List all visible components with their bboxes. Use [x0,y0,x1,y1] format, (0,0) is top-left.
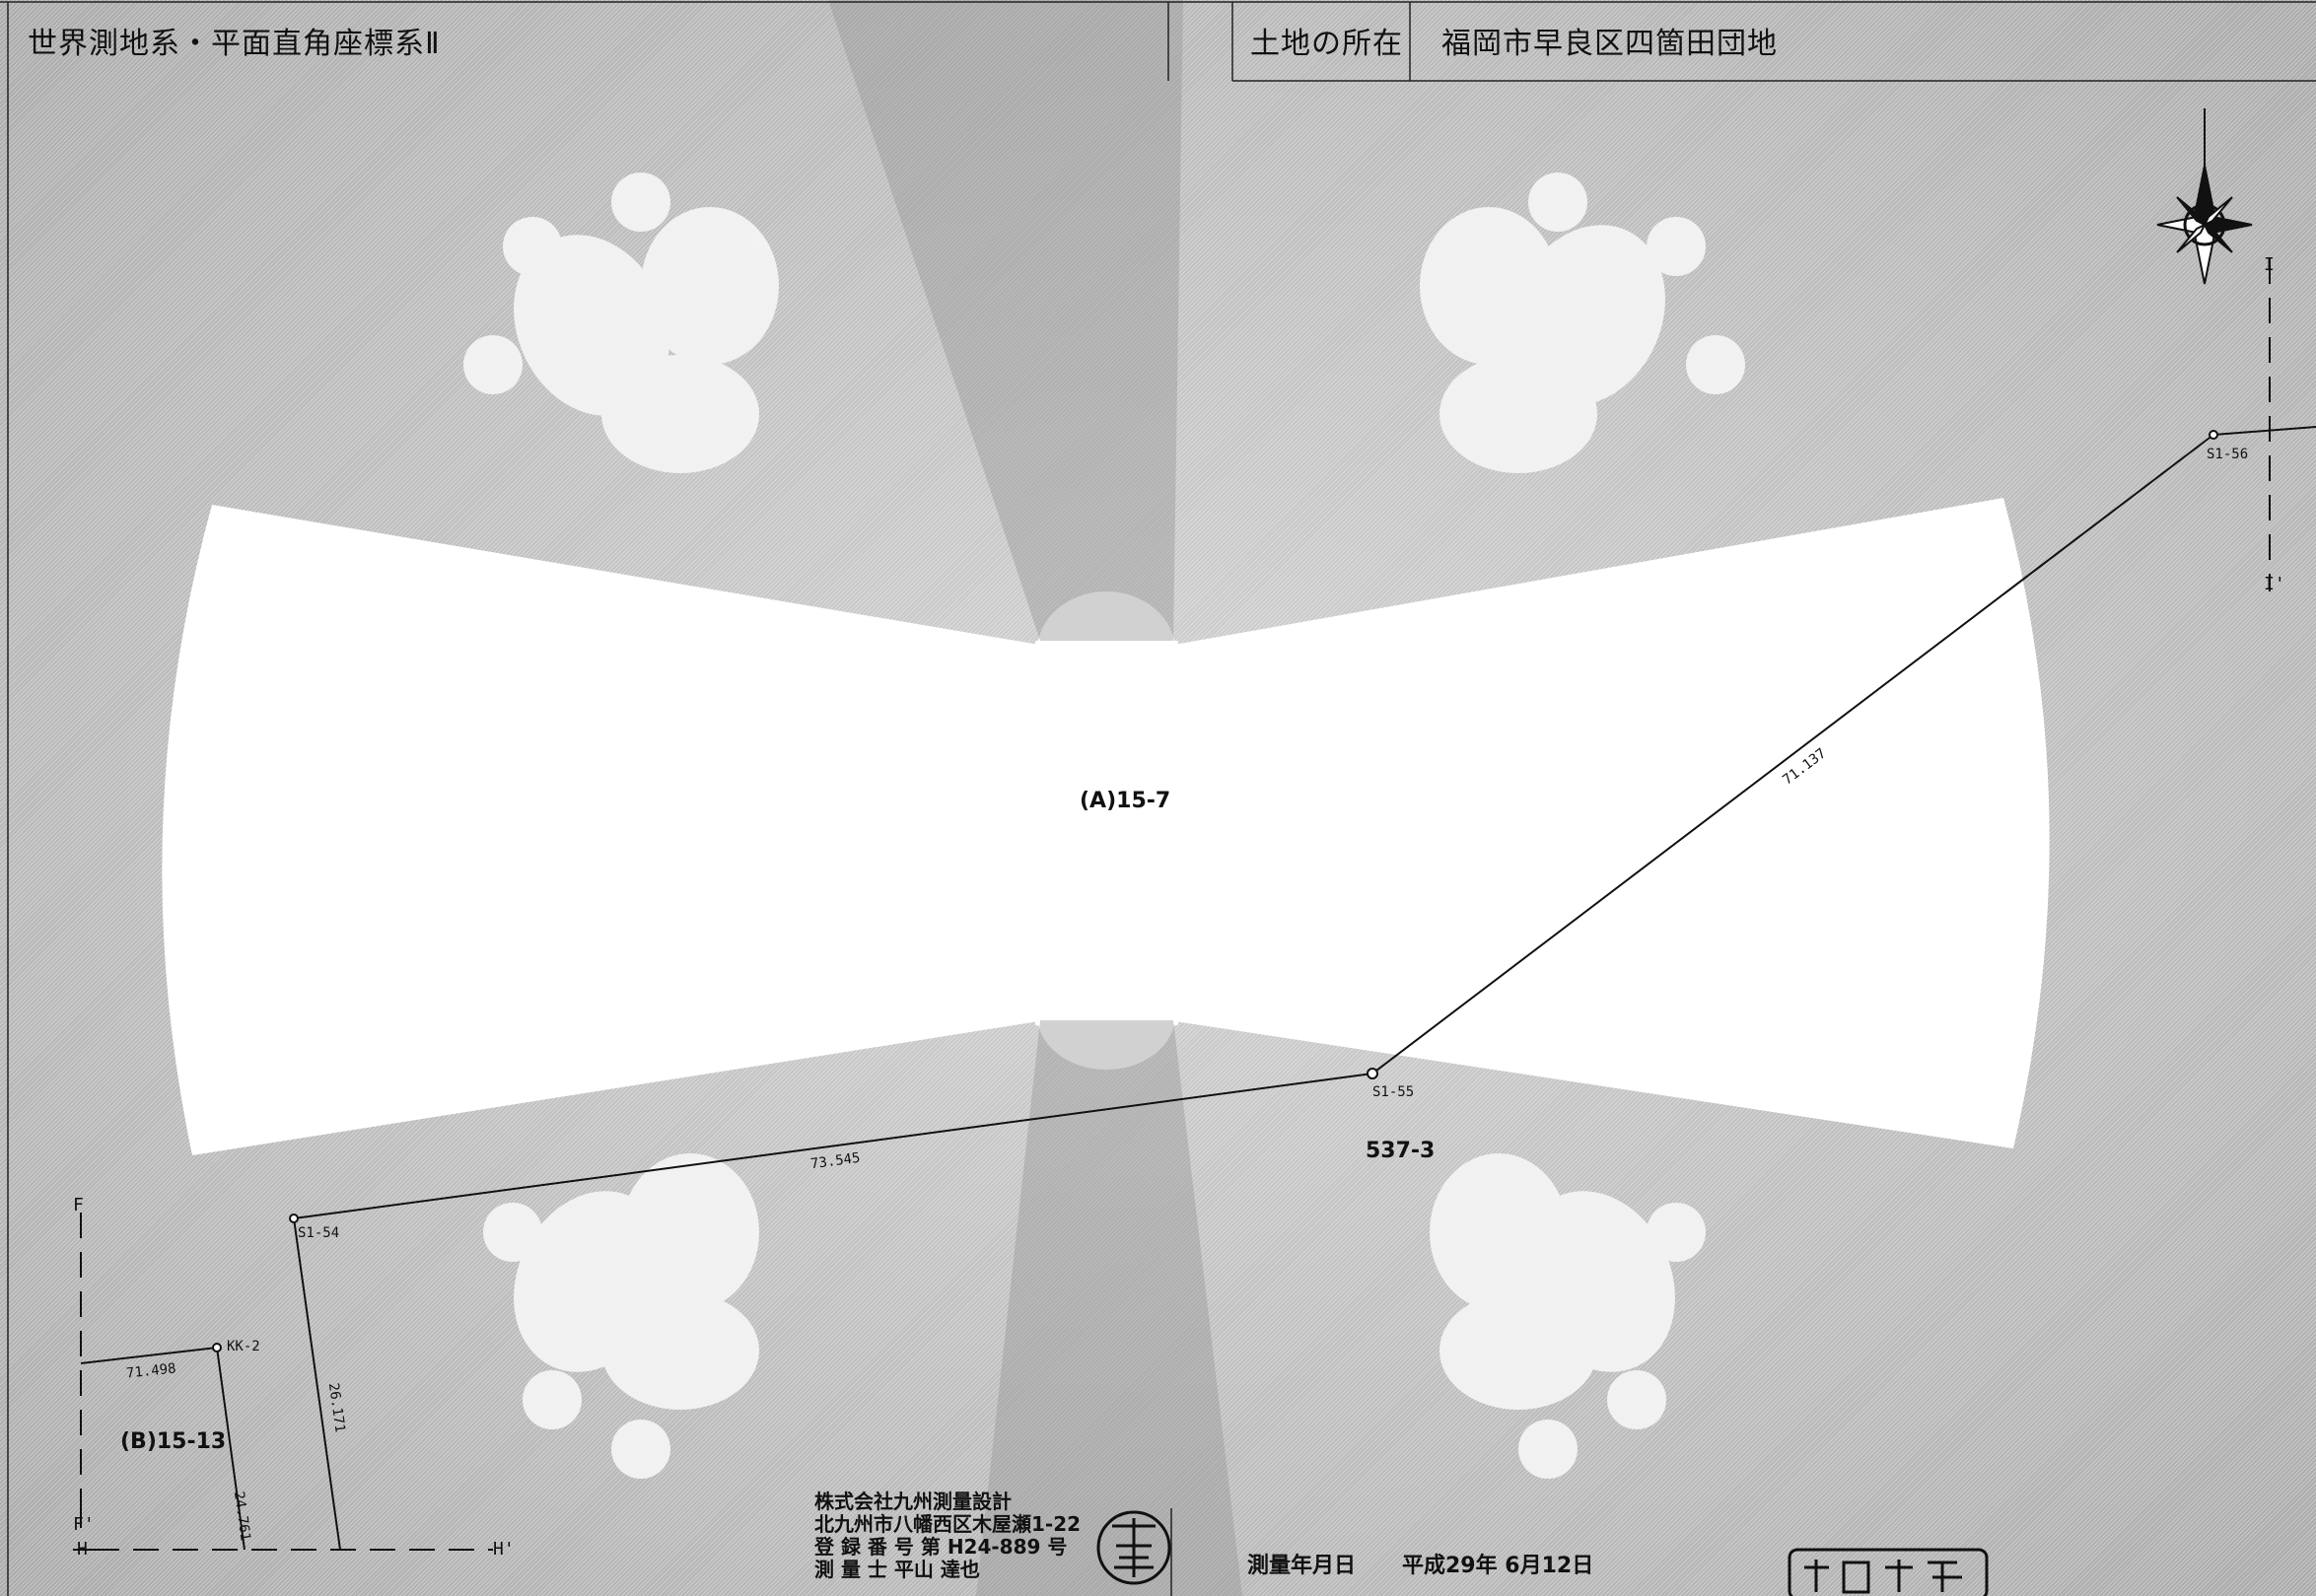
surveyor-name: 測 量 士 平山 達也 [814,1558,980,1581]
boundary-55-56 [1371,434,2214,1075]
point-label-s1-55: S1-55 [1372,1084,1415,1100]
surveyor-address: 北九州市八幡西区木屋瀬1-22 [814,1512,1082,1536]
center-band-top [828,0,1183,641]
parcel-main-label: (A)15-7 [1080,789,1171,813]
boundary-54-55 [293,1073,1373,1219]
surveyor-company: 株式会社九州測量設計 [814,1490,1012,1513]
white-field-right [1168,498,2050,1148]
parcel-west-label: (B)15-13 [120,1429,227,1454]
center-band-bottom [976,1020,1242,1596]
location-label: 土地の所在 [1250,27,1403,61]
section-lines [80,258,2271,1551]
section-marker-f: F [73,1195,84,1215]
surveyor-seal-icon [1096,1510,1171,1585]
boundary-lines [80,426,2316,1551]
north-arrow-icon [2156,108,2253,285]
boundary-kk2-down [216,1347,246,1551]
survey-date-value: 平成29年 6月12日 [1402,1554,1594,1578]
point-label-s1-54: S1-54 [298,1225,340,1241]
point-label-kk-2: KK-2 [227,1339,260,1354]
section-marker-h-prime: H' [493,1539,515,1560]
section-marker-f-prime: F' [73,1514,95,1535]
crest-top-right [1420,173,1745,473]
location-value: 福岡市早良区四箇田団地 [1441,27,1778,61]
surveyor-registration: 登 録 番 号 第 H24-889 号 [814,1535,1068,1559]
section-marker-i-prime: I' [2264,574,2285,594]
crest-bottom-left [483,1153,759,1479]
white-field-left [162,505,1045,1155]
point-s1-56 [2209,430,2218,440]
crest-top-left [463,173,779,473]
boundary-56-east [2212,426,2316,436]
boundary-west-kk2 [80,1347,218,1364]
parcel-south-label: 537-3 [1366,1139,1436,1163]
point-kk-2 [212,1343,222,1353]
white-field-bottom-lobe [1037,961,1175,1070]
crest-bottom-right [1430,1153,1706,1479]
white-field-top-lobe [1037,591,1175,710]
coord-system-label: 世界測地系・平面直角座標系Ⅱ [28,27,441,61]
survey-date-label: 測量年月日 [1247,1554,1357,1578]
boundary-54-down [293,1217,341,1551]
point-s1-54 [289,1214,299,1223]
section-marker-h: H [77,1539,88,1560]
official-stamp-icon [1788,1548,1989,1596]
survey-points [212,430,2218,1353]
point-label-s1-56: S1-56 [2207,447,2249,462]
section-marker-i: I [2264,254,2275,275]
point-s1-55 [1367,1068,1378,1079]
